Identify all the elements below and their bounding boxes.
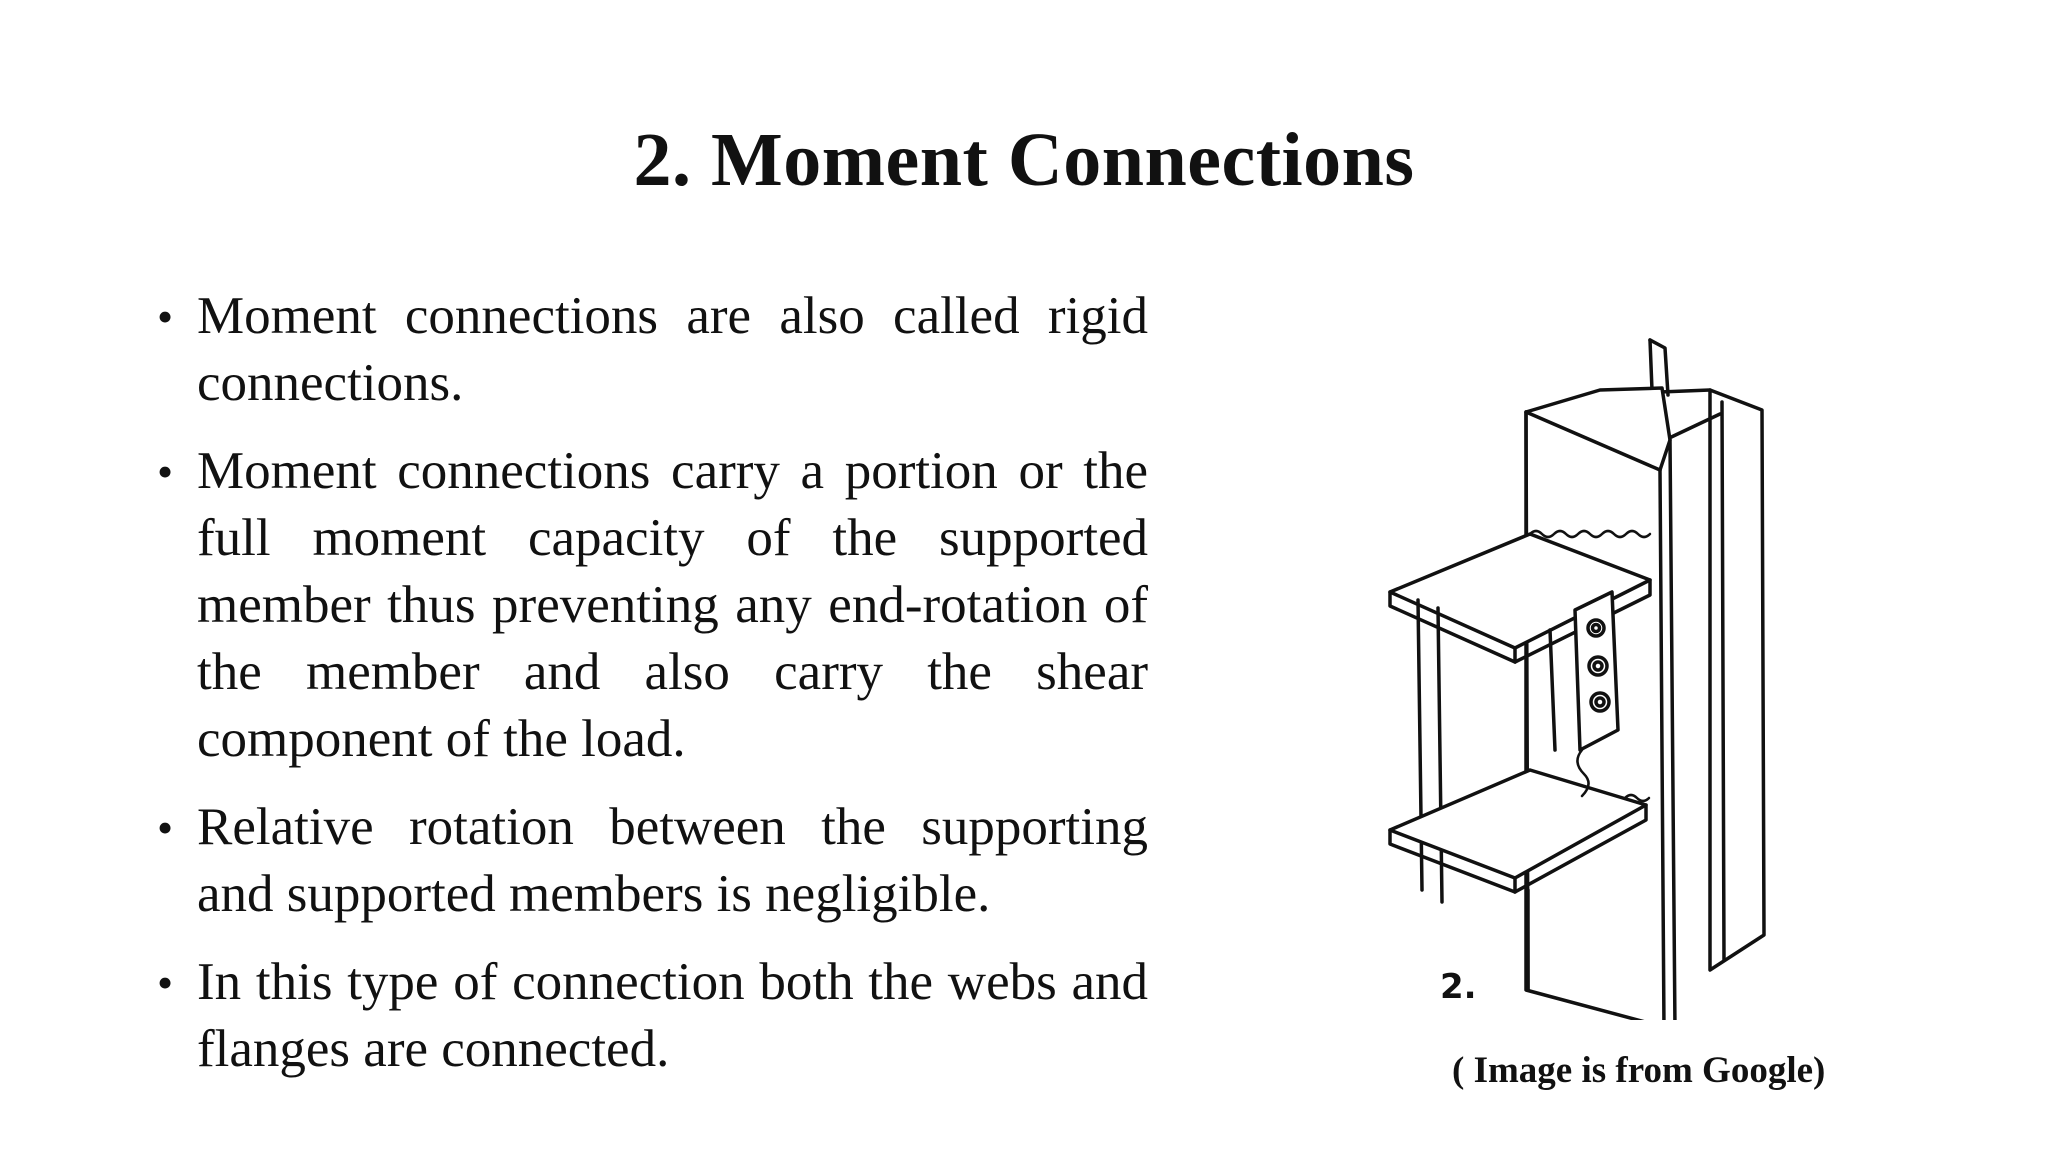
bullet-list: Moment connections are also called rigid… bbox=[153, 283, 1148, 1104]
image-caption: ( Image is from Google) bbox=[1452, 1050, 1826, 1091]
slide-title: 2. Moment Connections bbox=[633, 118, 1415, 202]
moment-connection-figure: 2. bbox=[1350, 330, 1800, 1032]
bullet-item: Relative rotation between the supporting… bbox=[153, 794, 1148, 928]
bullet-item: In this type of connection both the webs… bbox=[153, 949, 1148, 1083]
figure-label: 2. bbox=[1440, 967, 1477, 1007]
bullet-item: Moment connections carry a portion or th… bbox=[153, 438, 1148, 773]
column-section bbox=[1524, 338, 1766, 1032]
bullet-item: Moment connections are also called rigid… bbox=[153, 283, 1148, 417]
shear-plate bbox=[1573, 590, 1620, 752]
beam-bottom-flange bbox=[1388, 748, 1651, 894]
beam-top-flange bbox=[1388, 529, 1652, 664]
